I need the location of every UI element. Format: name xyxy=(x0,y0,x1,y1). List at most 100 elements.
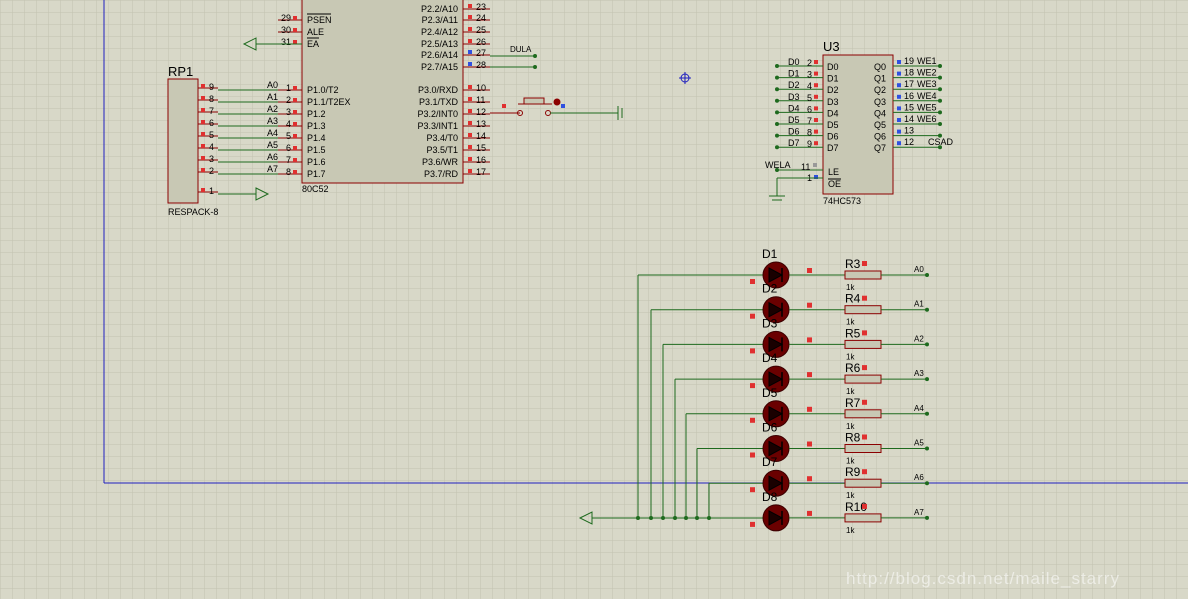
mcu-pin-marker xyxy=(468,169,472,173)
push-button[interactable] xyxy=(490,97,623,120)
u3-pin-number: 14 xyxy=(904,114,914,124)
u3-pin-label: Q6 xyxy=(874,132,886,142)
rp1-pin-number: 5 xyxy=(209,130,214,140)
mcu-pin-marker xyxy=(293,146,297,150)
mcu-pin-label: P1.3 xyxy=(307,121,326,131)
mcu-pin-marker xyxy=(468,109,472,113)
resistor-ref-label: R6 xyxy=(845,361,861,375)
mcu-pin-number: 11 xyxy=(476,95,485,105)
rp1-pin-marker xyxy=(201,96,205,100)
resistor-ref-label: R9 xyxy=(845,465,861,479)
resistor-body xyxy=(844,305,882,315)
rp1-pin-number: 9 xyxy=(209,82,214,92)
ea-terminal[interactable] xyxy=(242,37,302,51)
button-pin-right xyxy=(561,104,565,108)
led-pin-marker xyxy=(807,268,812,273)
u3-pin-marker xyxy=(897,60,901,64)
u3-junction xyxy=(775,98,779,103)
mcu-pin-number: 12 xyxy=(476,107,486,117)
led-common-terminal[interactable] xyxy=(578,511,638,525)
mcu-pin-label: P3.0/RXD xyxy=(418,85,459,95)
resistor-pin-marker xyxy=(862,365,867,371)
u3-pin-number: 19 xyxy=(904,56,914,66)
resistor-pin-marker xyxy=(862,434,867,440)
mcu-pin-marker xyxy=(293,16,297,20)
u3-pin-number: 4 xyxy=(807,81,812,91)
u3-type-label: 74HC573 xyxy=(823,196,861,206)
u3-junction xyxy=(775,133,779,138)
rp1-pin-number: 8 xyxy=(209,94,214,104)
led-ref-label: D6 xyxy=(762,421,778,435)
mcu-pin-label: ALE xyxy=(307,27,324,37)
u3-d-net-label: D7 xyxy=(788,138,800,148)
mcu-pin-number: 25 xyxy=(476,25,486,35)
u3-pin-number: 16 xyxy=(904,91,914,101)
u3-pin-number: 9 xyxy=(807,139,812,149)
mcu-pin-label: P2.7/A15 xyxy=(421,62,458,72)
u3-pin-number: 7 xyxy=(807,116,812,126)
mcu-pin-number: 28 xyxy=(476,60,486,70)
u3-q-net-label: WE5 xyxy=(917,102,937,112)
mcu-pin-marker xyxy=(468,133,472,137)
u3-q-net-label: WE3 xyxy=(917,79,937,89)
resistor-pin-marker xyxy=(862,469,867,475)
led-net-label: A0 xyxy=(914,265,924,274)
rp1-body xyxy=(167,78,199,204)
led-pin-marker xyxy=(750,279,755,284)
mcu-pin-marker xyxy=(468,145,472,149)
mcu-pin-label: P1.6 xyxy=(307,157,326,167)
u3-junction xyxy=(938,145,942,150)
probe-marker-icon xyxy=(553,98,561,106)
mcu-pin-label: P2.6/A14 xyxy=(421,50,458,60)
dula-net-label: DULA xyxy=(510,45,532,54)
mcu-pin-marker xyxy=(468,85,472,89)
u3-pin-label: Q3 xyxy=(874,97,886,107)
resistor-ref-label: R8 xyxy=(845,431,861,445)
u3-pin-marker xyxy=(814,106,818,111)
led-triangle xyxy=(768,440,784,457)
u3-pin-number: 11 xyxy=(801,162,810,172)
u3-junction xyxy=(775,75,779,80)
resistor-pin-marker xyxy=(862,295,867,301)
led-triangle xyxy=(768,475,784,492)
net-junction xyxy=(925,515,929,520)
mcu-pin-label: P1.5 xyxy=(307,145,326,155)
mcu-pin-number: 6 xyxy=(286,143,291,153)
mcu-pin-label: P3.6/WR xyxy=(422,157,459,167)
mcu-pin-label: P2.3/A11 xyxy=(422,15,458,25)
resistor-body xyxy=(844,270,882,280)
watermark-text: http://blog.csdn.net/maile_starry xyxy=(846,569,1120,588)
u3-pin-marker xyxy=(897,94,901,99)
u3-pin-marker xyxy=(813,163,817,167)
u3-pin-label: D3 xyxy=(827,97,839,107)
u3-pin-label: Q4 xyxy=(874,108,886,118)
u3-pin-label: D6 xyxy=(827,132,839,142)
u3-pin-number: 15 xyxy=(904,102,914,112)
u3-d-net-label: D1 xyxy=(788,69,800,79)
u3-pin-label: D0 xyxy=(827,62,839,72)
mcu-pin-marker xyxy=(468,121,472,125)
resistor-pin-marker xyxy=(862,330,867,336)
u3-junction xyxy=(938,122,942,126)
u3-pin-marker xyxy=(814,60,818,64)
led-triangle xyxy=(768,510,784,526)
led-pin-marker xyxy=(807,510,812,516)
mcu-pin-number: 13 xyxy=(476,119,486,129)
mcu-pin-marker xyxy=(468,50,472,54)
led-net-label: A5 xyxy=(914,439,924,448)
rp1-pin-marker xyxy=(201,132,205,136)
crosshair-icon xyxy=(679,72,691,84)
led-pin-marker xyxy=(807,337,812,343)
mcu-pin-marker xyxy=(468,97,472,101)
mcu-pin-marker xyxy=(293,170,297,174)
rp1-pin-marker xyxy=(201,120,205,124)
u3-pin-number: 13 xyxy=(904,126,914,136)
u3-junction xyxy=(775,145,779,150)
mcu-pin-number: 27 xyxy=(476,48,486,58)
